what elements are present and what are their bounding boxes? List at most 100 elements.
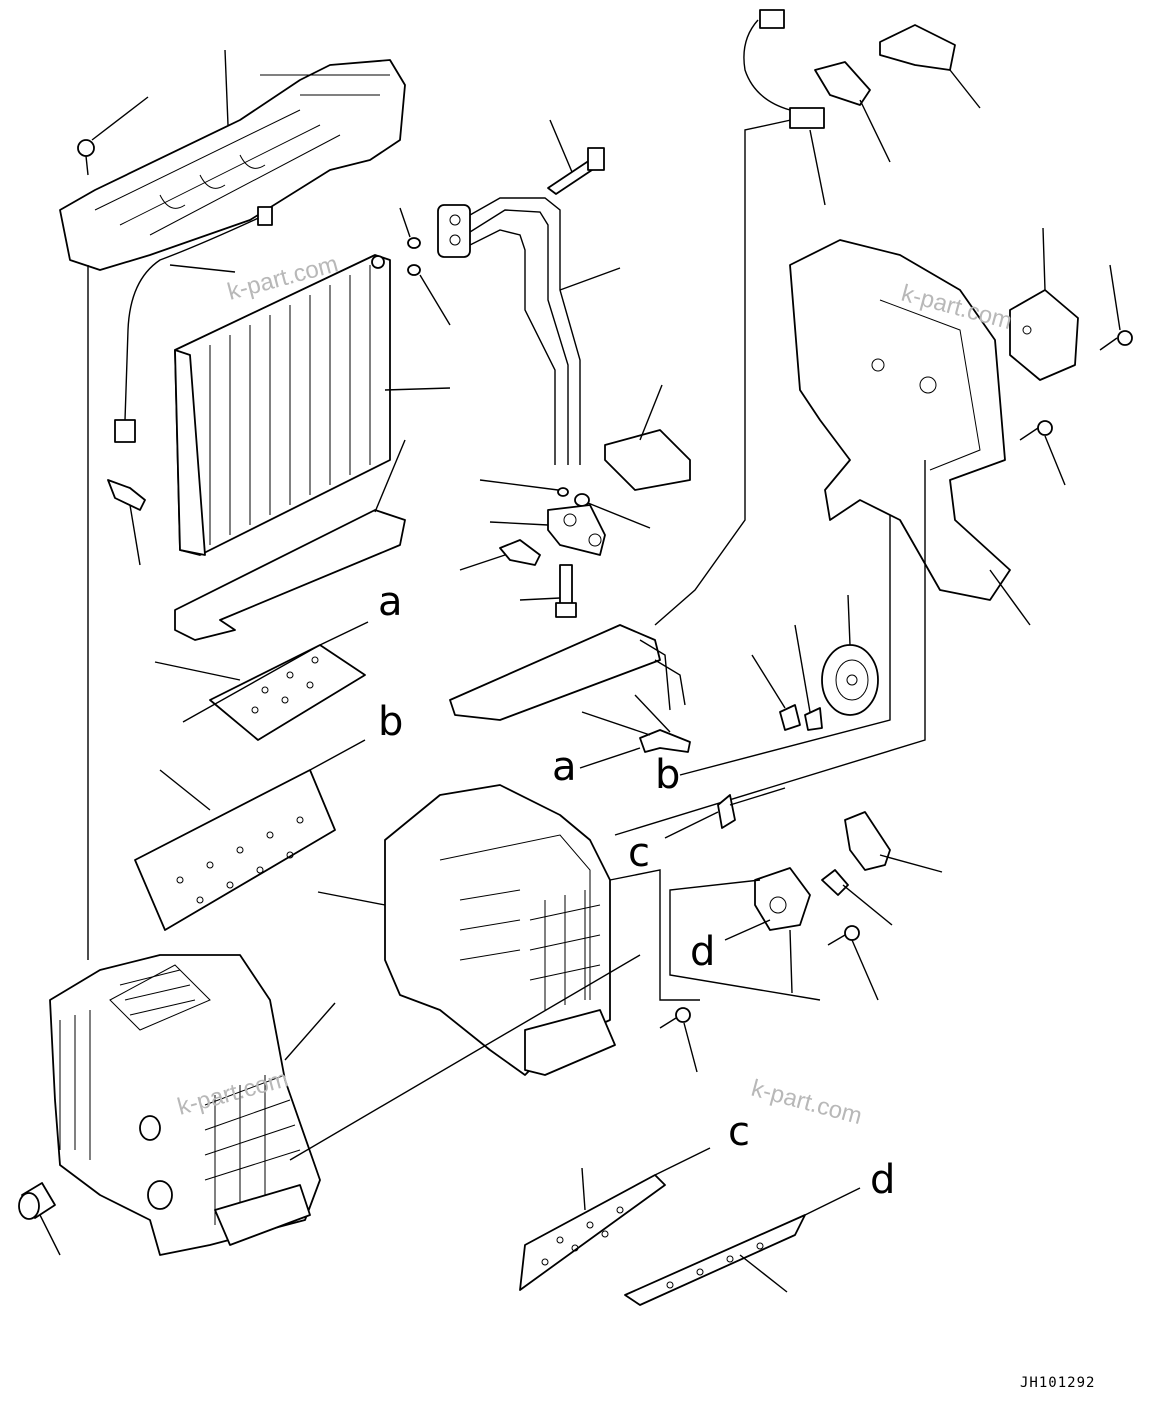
ref-arrow-b <box>679 515 891 776</box>
leader-line <box>581 1167 586 1211</box>
leader-line <box>284 1002 336 1061</box>
drawing-code: JH101292 <box>1020 1375 1095 1391</box>
leader-line <box>683 1022 698 1073</box>
leader-line <box>1042 227 1046 291</box>
foam-pad <box>814 61 871 106</box>
leader-line <box>949 69 981 109</box>
leader-line <box>154 661 241 681</box>
ref-label-d: d <box>690 929 715 975</box>
sensor-harness <box>743 9 825 129</box>
ref-arrow-d <box>804 1187 861 1216</box>
ref-arrow <box>309 739 366 771</box>
ref-label-b: b <box>655 752 680 798</box>
leader-line <box>39 1214 61 1256</box>
evaporator-core <box>174 254 391 556</box>
leader-line <box>549 119 573 173</box>
connector-clip <box>107 479 146 511</box>
screw-icon <box>827 925 860 946</box>
foam-insulator <box>604 429 691 491</box>
actuator-motor <box>1009 289 1079 381</box>
leader-line <box>489 521 549 526</box>
right-case-half <box>789 239 1011 601</box>
upper-duct-cover <box>59 59 406 271</box>
leader-line <box>419 274 451 326</box>
clip-clamp <box>879 24 956 71</box>
leader-line <box>809 129 826 206</box>
ref-arrow-c <box>654 1147 711 1176</box>
screw-icon <box>1019 420 1053 441</box>
ref-label-c: c <box>628 830 650 876</box>
leader-line <box>169 264 236 273</box>
leader-line <box>851 939 879 1001</box>
damper-wheel <box>821 644 879 716</box>
leader-line <box>159 769 211 811</box>
leader-line <box>399 207 411 238</box>
leader-line <box>794 624 811 713</box>
seal-plate <box>174 509 406 641</box>
leader-line <box>879 854 943 873</box>
frame-leader <box>669 879 821 1001</box>
ref-label-b: b <box>378 699 403 745</box>
valve-bolt-icon <box>555 564 577 618</box>
screw-icon <box>659 1007 691 1029</box>
ref-label-c: c <box>728 1109 750 1155</box>
ref-arrow-c <box>664 811 719 839</box>
o-ring-icon <box>407 237 421 276</box>
leader-line <box>989 569 1031 626</box>
drain-plug <box>18 1182 56 1220</box>
mode-actuator <box>754 867 811 931</box>
lower-case-left <box>49 954 321 1256</box>
ref-arrow <box>319 621 369 646</box>
link-lever <box>779 704 823 731</box>
leader-line <box>519 597 561 601</box>
filter-c <box>519 1174 666 1291</box>
leader-line <box>789 929 793 994</box>
leader-line <box>634 694 671 733</box>
leader-line <box>459 554 506 571</box>
door-lever <box>639 729 691 753</box>
leader-line <box>559 267 621 291</box>
wire-harness <box>114 206 273 443</box>
leader-line <box>129 504 141 566</box>
leader-line <box>581 711 651 736</box>
thermo-sensor <box>499 539 541 566</box>
leader-line <box>384 387 451 391</box>
leader-line <box>374 439 406 513</box>
screw-icon <box>1099 330 1133 351</box>
filter-a <box>182 644 366 741</box>
leader-line <box>842 884 893 926</box>
heater-core <box>449 624 686 721</box>
leader-line <box>847 594 851 646</box>
screw-icon <box>77 139 95 176</box>
mode-link <box>717 794 736 829</box>
expansion-valve <box>547 487 606 556</box>
leader-line <box>729 787 786 806</box>
filter-d <box>624 1214 806 1306</box>
frame-leader <box>609 869 700 1001</box>
sector-gear <box>844 811 891 871</box>
harness-leader <box>654 117 801 626</box>
leader-line <box>1044 435 1066 486</box>
ref-arrow-a <box>579 747 641 769</box>
ref-label-a: a <box>378 579 403 625</box>
ref-label-d: d <box>870 1157 895 1203</box>
leader-line <box>317 891 386 906</box>
connector-plug <box>821 869 849 896</box>
ref-label-a: a <box>552 744 577 790</box>
leader-line <box>639 384 663 441</box>
frame-leader <box>614 460 926 836</box>
leader-line <box>91 96 149 141</box>
center-case-half <box>384 784 616 1076</box>
frame-leader <box>289 954 641 1161</box>
ref-arrow-d <box>724 919 771 941</box>
filter-b <box>134 769 336 931</box>
leader-line <box>751 654 786 709</box>
bolt-icon <box>547 147 605 195</box>
watermark: k-part.com <box>748 1075 864 1130</box>
leader-line <box>859 99 891 163</box>
leader-line <box>224 49 229 126</box>
leader-line <box>587 502 651 529</box>
leader-line <box>739 1254 788 1293</box>
